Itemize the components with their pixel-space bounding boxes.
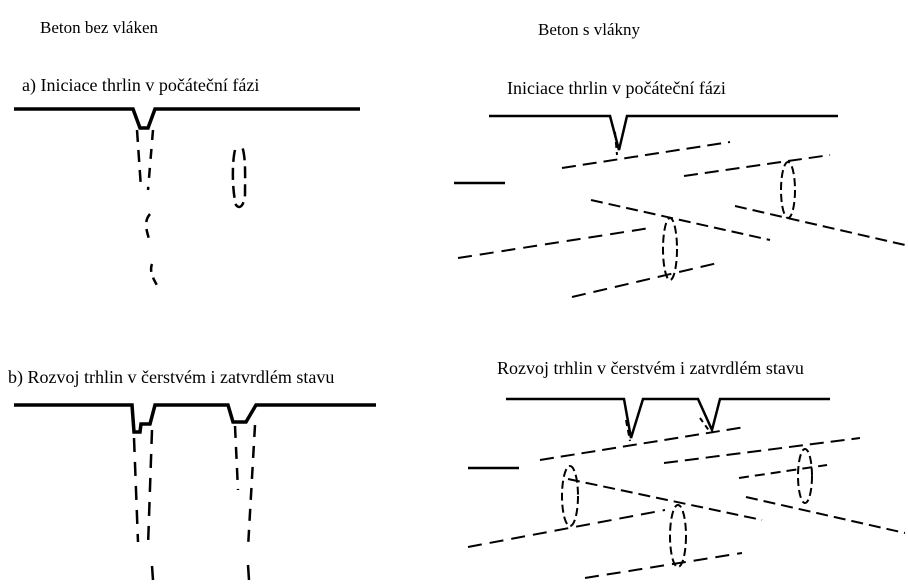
panel-a-fiber-concrete — [454, 114, 906, 298]
fiber-bridge — [797, 448, 813, 504]
fiber-bridge — [561, 465, 579, 527]
fiber — [734, 205, 906, 246]
fiber — [561, 141, 731, 169]
surface-line — [14, 403, 376, 434]
crack — [144, 213, 152, 243]
surface-line — [14, 107, 360, 130]
fiber — [683, 154, 831, 177]
crack — [246, 424, 257, 549]
crack — [146, 129, 155, 191]
fiber — [584, 552, 743, 579]
panel-b-fiber-concrete — [467, 397, 906, 579]
row-b-label-without-fibers: b) Rozvoj trhlin v čerstvém i zatvrdlém … — [8, 367, 335, 387]
fiber — [457, 227, 651, 259]
row-a-label-without-fibers: a) Iniciace thrlin v počáteční fázi — [22, 75, 260, 95]
surface-line — [489, 114, 838, 151]
fiber — [467, 509, 666, 548]
fiber — [567, 478, 763, 521]
crack — [699, 417, 711, 433]
crack — [132, 437, 140, 543]
fiber — [745, 496, 906, 534]
panel-b-plain-concrete — [14, 403, 376, 581]
crack — [246, 564, 251, 581]
fiber — [571, 261, 723, 298]
void — [231, 145, 247, 209]
column-heading-without-fibers: Beton bez vláken — [40, 18, 159, 37]
crack — [614, 131, 618, 156]
fiber-bridge — [669, 504, 687, 568]
panel-a-plain-concrete — [14, 107, 360, 288]
fiber — [738, 464, 828, 479]
crack — [146, 429, 154, 547]
fiber — [663, 437, 861, 464]
surface-line — [506, 397, 830, 439]
fiber — [539, 426, 746, 461]
fiber-bridge — [662, 217, 678, 281]
row-b-label-with-fibers: Rozvoj trhlin v čerstvém i zatvrdlém sta… — [497, 358, 804, 378]
crack — [150, 565, 155, 581]
fiber-bridge — [780, 161, 796, 219]
crack — [135, 129, 143, 189]
column-heading-with-fibers: Beton s vlákny — [538, 20, 640, 39]
crack — [625, 419, 631, 442]
crack — [233, 425, 240, 491]
crack — [149, 263, 160, 288]
row-a-label-with-fibers: Iniciace thrlin v počáteční fázi — [507, 78, 726, 98]
fiber — [590, 199, 771, 241]
